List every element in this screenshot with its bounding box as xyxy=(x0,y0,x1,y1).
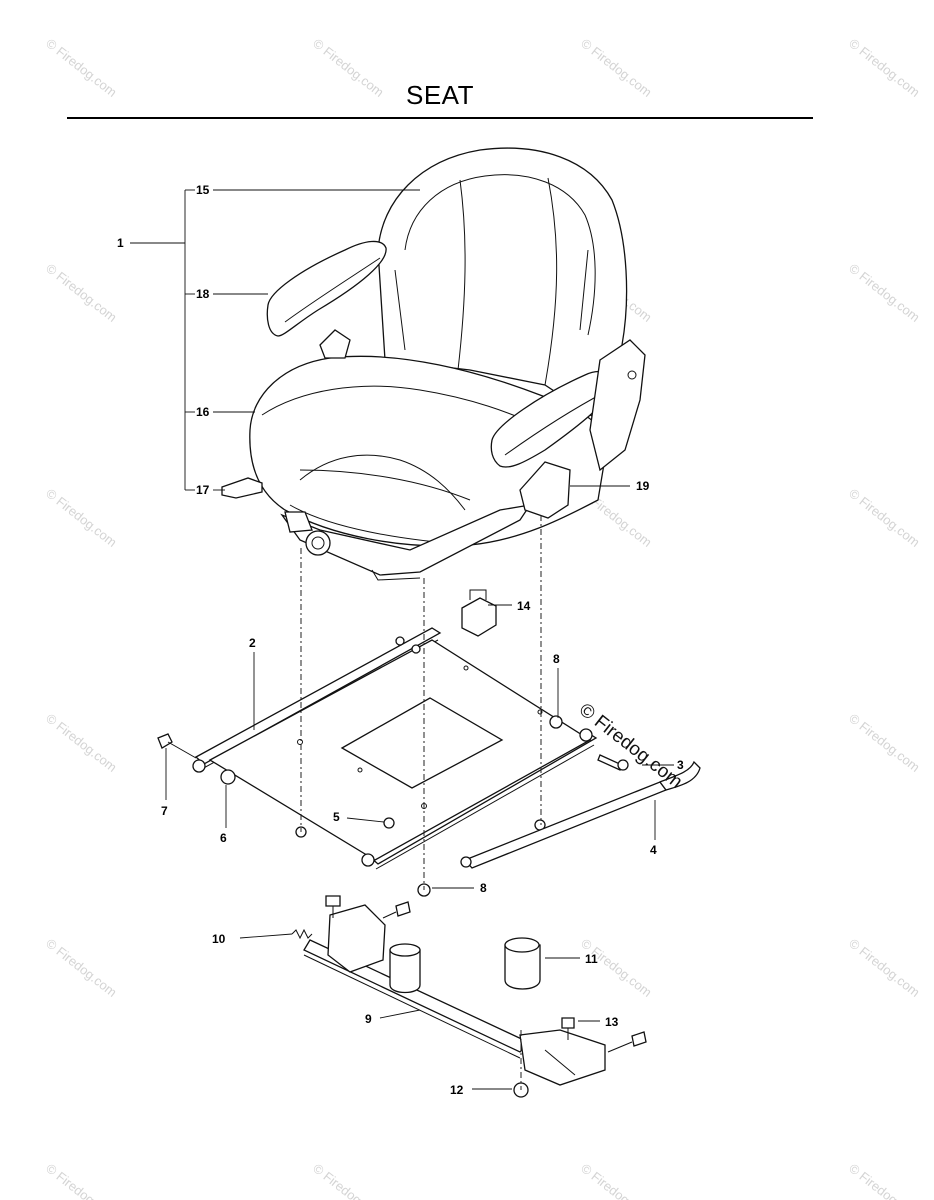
leader-lines xyxy=(165,189,674,1090)
callout-18: 18 xyxy=(196,287,210,301)
callout-8: 8 xyxy=(480,881,487,895)
watermark: © Firedog.com xyxy=(43,711,120,775)
bumper xyxy=(504,944,541,990)
spring xyxy=(291,928,313,940)
callout-2: 2 xyxy=(249,636,256,650)
bolt xyxy=(157,733,173,749)
callout-19: 19 xyxy=(636,479,650,493)
watermark: © Firedog.com xyxy=(310,1161,387,1200)
seat-base-rail xyxy=(280,504,532,576)
lower-assembly xyxy=(291,895,647,1098)
watermark: © Firedog.com xyxy=(578,936,655,1000)
seat-switch xyxy=(519,461,571,519)
watermark: © Firedog.com xyxy=(43,36,120,100)
watermark: © Firedog.com xyxy=(310,36,387,100)
callout-4: 4 xyxy=(650,843,657,857)
title-rule xyxy=(67,117,813,119)
callout-17: 17 xyxy=(196,483,210,497)
pivot-bracket xyxy=(327,904,386,973)
watermark: © Firedog.com xyxy=(578,36,655,100)
callout-7: 7 xyxy=(161,804,168,818)
callout-3: 3 xyxy=(677,758,684,772)
watermark: © Firedog.com xyxy=(43,936,120,1000)
plate-cutout xyxy=(340,697,504,789)
callout-12: 12 xyxy=(450,1083,464,1097)
callout-1: 1 xyxy=(117,236,124,250)
callout-5: 5 xyxy=(333,810,340,824)
callout-16: 16 xyxy=(196,405,210,419)
left-armrest xyxy=(266,240,387,337)
callout-14: 14 xyxy=(517,599,531,613)
seat-latch xyxy=(221,477,263,499)
callout-10: 10 xyxy=(212,932,226,946)
callout-bracket xyxy=(130,189,195,491)
watermark: © Firedog.com xyxy=(846,711,923,775)
seat-backrest xyxy=(377,147,628,422)
callouts: 1 2 3 4 5 6 7 8 8 9 10 11 12 13 14 15 16… xyxy=(117,183,684,1097)
guide-lines xyxy=(300,515,542,1090)
switch-clip xyxy=(461,597,497,637)
pivot-bracket xyxy=(519,1029,606,1086)
callout-6: 6 xyxy=(220,831,227,845)
watermark: © Firedog.com xyxy=(846,1161,923,1200)
watermark: © Firedog.com xyxy=(846,261,923,325)
watermark: © Firedog.com xyxy=(43,1161,120,1200)
watermark: © Firedog.com xyxy=(43,486,120,550)
callout-15: 15 xyxy=(196,183,210,197)
watermark: © Firedog.com xyxy=(43,261,120,325)
callout-13: 13 xyxy=(605,1015,619,1029)
callout-8: 8 xyxy=(553,652,560,666)
seat-frame xyxy=(157,589,701,897)
seat-assembly xyxy=(221,147,646,581)
adjustment-knob xyxy=(305,530,331,556)
callout-11: 11 xyxy=(585,952,598,966)
watermark: © Firedog.com xyxy=(846,936,923,1000)
seat-side-bracket xyxy=(589,339,646,472)
diagram-title: SEAT xyxy=(406,80,474,110)
callout-9: 9 xyxy=(365,1012,372,1026)
watermark: © Firedog.com xyxy=(578,1161,655,1200)
watermark: © Firedog.com xyxy=(846,486,923,550)
watermark: © Firedog.com xyxy=(846,36,923,100)
